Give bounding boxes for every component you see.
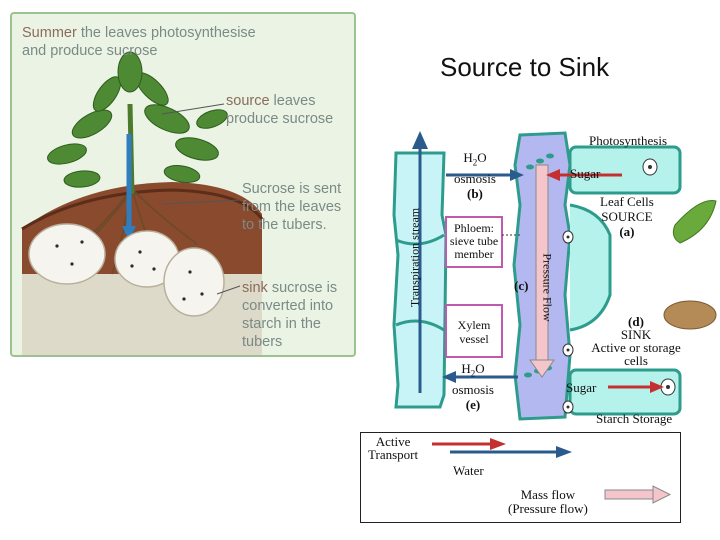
xylem-line2: vessel [459, 332, 489, 346]
sugar-bottom-label: Sugar [566, 380, 597, 395]
water-osmosis-bottom-label: H2O osmosis (e) [452, 361, 494, 412]
summer-bold: Summer [22, 25, 77, 41]
h2o-top-suffix: O [477, 150, 487, 165]
sugar-top-label: Sugar [570, 166, 601, 181]
sink-word: SINK [620, 327, 652, 342]
label-d: (d) [628, 314, 644, 329]
starch-storage-label: Starch Storage [596, 411, 673, 426]
pointer-lines [161, 103, 241, 295]
phloem-line2: sieve tube [449, 234, 499, 248]
legend-water-arrow-head [556, 446, 572, 458]
xylem-label-box [445, 304, 503, 358]
sink-rest: sucrose is [267, 280, 338, 296]
legend-mass-line1: Mass flow [520, 487, 576, 502]
leaf-cells: Leaf Cells [600, 194, 654, 209]
label-a: (a) [619, 224, 635, 239]
sent-text: Sucrose is sent from the leaves to the t… [242, 180, 341, 234]
tubers-group [28, 223, 225, 317]
sucrose-arrow-head [122, 226, 136, 240]
sink-line4: tubers [242, 334, 283, 350]
leaf-picture [672, 200, 717, 244]
potato-plant-illustration [21, 51, 264, 355]
storage-cell-bottom [568, 368, 682, 416]
source-word: SOURCE [601, 209, 653, 224]
h2o-bot-sub: 2 [470, 368, 476, 379]
xylem-line1: Xylem [457, 318, 491, 332]
pressure-flow-label: Pressure Flow [540, 253, 555, 322]
sink-line3: starch in the [242, 316, 321, 332]
sink-text: sink sucrose is converted into starch in… [242, 279, 337, 351]
sugar-arrow-top-head [546, 169, 560, 181]
label-c: (c) [514, 278, 529, 293]
label-b: (b) [467, 185, 483, 201]
source-text: source leaves produce sucrose [226, 92, 333, 128]
potato-plant-panel: Summer the leaves photosynthesise and pr… [10, 12, 356, 357]
photosynthesis-label: Photosynthesis [589, 133, 668, 148]
source-rest: leaves [269, 93, 316, 109]
sink-bold: sink [242, 280, 268, 296]
water-osmosis-top-head [510, 169, 524, 181]
soil-line [21, 188, 264, 231]
legend-mass-flow-head [652, 485, 672, 504]
legend-active-transport: Active Transport [368, 435, 418, 461]
summer-text: Summer the leaves photosynthesise and pr… [22, 24, 256, 60]
tuber-eyes [55, 240, 204, 301]
potato-picture [663, 300, 717, 330]
source-bold: source [226, 93, 270, 109]
legend-box [360, 432, 681, 523]
summer-rest: the leaves photosynthesise [76, 25, 256, 41]
transpiration-stream-label: Transpiration stream [407, 207, 422, 308]
legend-active-arrow-head [490, 438, 506, 450]
water-osmosis-top-label: H2O osmosis (b) [454, 150, 496, 201]
sent-line3: to the tubers. [242, 217, 327, 233]
summer-line2: and produce sucrose [22, 43, 158, 59]
osmosis-top: osmosis [454, 170, 496, 186]
active-storage-line1: Active or storage [591, 340, 681, 355]
legend-mass-flow: Mass flow (Pressure flow) [508, 488, 588, 516]
sent-line1: Sucrose is sent [242, 181, 342, 197]
source-sink-diagram [392, 131, 717, 421]
legend-arrows [432, 438, 672, 504]
source-line2: produce sucrose [226, 111, 334, 127]
phloem-label-box [445, 216, 503, 268]
phloem-label: Phloem: sieve tube member [446, 222, 502, 261]
h2o-top-prefix: H [463, 150, 473, 165]
legend-water: Water [453, 463, 484, 478]
h2o-bot-prefix: H [461, 361, 471, 376]
legend-active-line2: Transport [368, 447, 419, 462]
nucleoli-group [566, 165, 670, 409]
legend-mass-flow-body [604, 489, 654, 500]
page-title: Source to Sink [440, 52, 610, 82]
pressure-flow-arrow-head [529, 359, 555, 378]
h2o-bot-suffix: O [475, 361, 485, 376]
sent-line2: from the leaves [242, 199, 342, 215]
transpiration-arrow-head [412, 131, 428, 149]
leaf-cells-source-label: Leaf Cells SOURCE (a) [600, 194, 654, 239]
legend-active-line1: Active [375, 434, 411, 449]
sink-line2: converted into [242, 298, 334, 314]
osmosis-bot: osmosis [452, 381, 494, 397]
companion-cell-middle [569, 203, 612, 332]
leaf-cell-top [568, 145, 682, 195]
legend-mass-line2: (Pressure flow) [508, 501, 588, 516]
phloem-line1: Phloem: [453, 221, 494, 235]
active-storage-line2: cells [624, 353, 648, 368]
leaves-group [47, 51, 228, 188]
water-osmosis-bottom-head [442, 371, 456, 383]
xylem-label: Xylem vessel [446, 318, 502, 346]
phloem-line3: member [454, 247, 494, 261]
sink-label: (d) SINK Active or storage cells [586, 315, 686, 367]
h2o-top-sub: 2 [472, 157, 478, 168]
sugar-arrow-bottom-head [650, 381, 664, 393]
label-e: (e) [465, 396, 481, 412]
